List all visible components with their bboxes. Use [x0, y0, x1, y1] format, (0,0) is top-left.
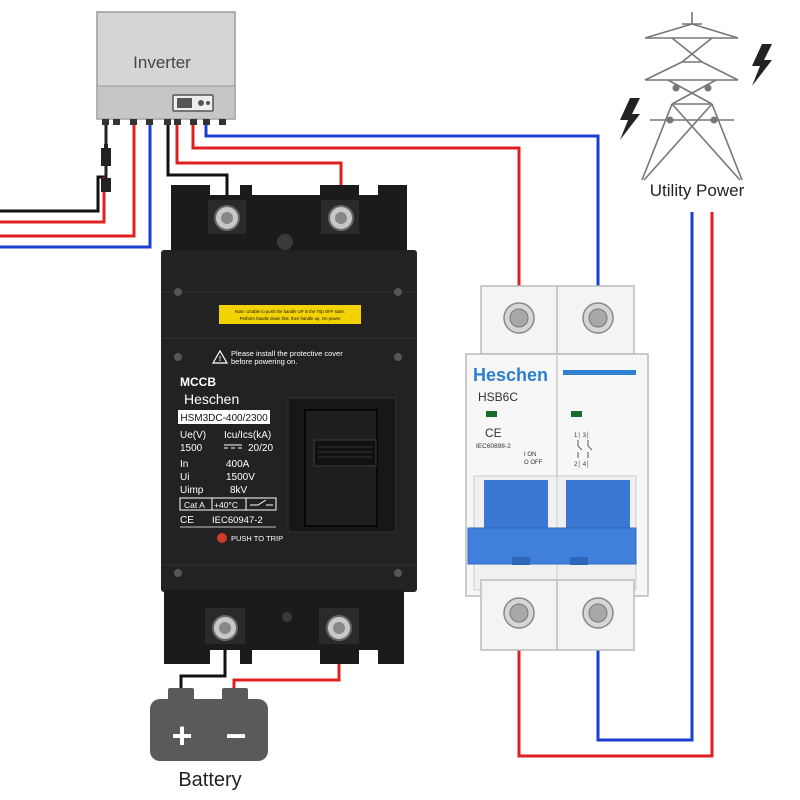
mccb-cover-warning-line-1: Please install the protective cover: [231, 349, 343, 358]
mcb-indicator-window: [571, 411, 582, 417]
spec-ue: Ue(V): [180, 430, 206, 441]
mccb-cat: Cat A: [184, 500, 205, 510]
lightning-bolt-icon: [620, 98, 640, 140]
mccb-standard: IEC60947-2: [212, 515, 263, 526]
mccb-ce: CE: [180, 515, 194, 526]
spec-2020: 20/20: [248, 443, 273, 454]
switch-symbol-icon: [250, 499, 273, 506]
mcb-off: O OFF: [524, 460, 543, 466]
inverter-button: [198, 100, 204, 106]
lightning-bolt-icon: [752, 44, 772, 86]
push-to-trip-button[interactable]: [217, 533, 227, 543]
spec-in: In: [180, 459, 188, 470]
mccb-handle[interactable]: [313, 439, 377, 467]
mccb-breaker: Note: Unable to push the handle UP in th…: [161, 185, 417, 664]
mccb-brand: Heschen: [184, 391, 239, 407]
inverter-panel: [96, 85, 236, 120]
mccb-type: MCCB: [180, 375, 216, 389]
mccb-trip-warning: [219, 305, 361, 324]
pv-negative-wire-1: [0, 175, 106, 213]
utility-power-label: Utility Power: [650, 181, 745, 200]
spec-uimp: Uimp: [180, 485, 204, 496]
mccb-push-to-trip: PUSH TO TRIP: [231, 534, 283, 543]
mccb-specs: Ue(V) Icu/Ics(kA) 1500 20/20 In 400A Ui …: [180, 430, 273, 496]
svg-text:!: !: [219, 356, 221, 363]
mcb-to-utility-blue: [596, 212, 694, 742]
dc-symbol-icon: [224, 444, 242, 449]
mcb-toggle-handle-left[interactable]: [484, 480, 548, 530]
mccb-model-box: [178, 410, 270, 424]
mcb-brand: Heschen: [473, 365, 548, 385]
inverter-to-mccb-black: [166, 125, 229, 200]
mccb-handle-slot: [304, 409, 378, 527]
inverter-label: Inverter: [133, 53, 191, 72]
pv-positive-wire-1: [0, 177, 106, 224]
mcb-standard: IEC60898-2: [476, 443, 511, 450]
battery-icon: + −: [150, 688, 268, 761]
warning-triangle-icon: [211, 349, 229, 364]
mc4-connectors: [101, 125, 111, 192]
spec-400a: 400A: [226, 459, 250, 470]
mcb-toggle-handle-right[interactable]: [566, 480, 630, 530]
spec-1500: 1500: [180, 443, 203, 454]
battery-label: Battery: [178, 769, 241, 791]
mccb-bottom-terminals: [164, 590, 404, 664]
mcb-model: HSB6C: [478, 390, 518, 404]
mcb-circuit-symbol-icon: [577, 440, 593, 458]
mcb-to-utility-red: [517, 212, 714, 758]
mcb-accent-bar: [563, 370, 636, 375]
mcb-terminals-top: 1│ 3│: [574, 431, 590, 439]
inverter-to-mcb-blue: [204, 125, 600, 288]
inverter-cable-glands: [102, 119, 226, 125]
mccb-switch-symbol-box: [245, 497, 277, 511]
mccb-trip-warning-line-2: Perform handle down first, then handle u…: [240, 316, 341, 321]
spec-1500v: 1500V: [226, 472, 255, 483]
mcb-on: I ON: [524, 452, 536, 458]
mcb-terminals-bottom: 2│ 4│: [574, 460, 590, 468]
transmission-tower-icon: [641, 12, 743, 181]
mcb-toggle-bar[interactable]: [467, 527, 637, 565]
mcb-ce: CE: [485, 426, 502, 440]
battery-minus: −: [225, 715, 246, 756]
inverter-to-mccb-red: [175, 125, 343, 200]
inverter-button: [206, 101, 210, 105]
battery-plus: +: [171, 715, 192, 756]
spec-icu: Icu/Ics(kA): [224, 430, 271, 441]
inverter-to-mcb-red: [191, 125, 521, 288]
mcb-breaker: Heschen HSB6C CE IEC60898-2 I ON O OFF 1…: [465, 285, 649, 651]
mccb-model: HSM3DC-400/2300: [180, 413, 268, 424]
spec-ui: Ui: [180, 472, 189, 483]
mcb-indicator-window: [486, 411, 497, 417]
mccb-cover-warning-line-2: before powering on.: [231, 357, 297, 366]
spec-8kv: 8kV: [230, 485, 248, 496]
wires: [0, 125, 714, 758]
mccb-temp: +40°C: [214, 500, 238, 510]
battery-body: [150, 699, 268, 761]
inverter-screen: [177, 98, 192, 108]
pv-positive-wire-2: [0, 125, 136, 238]
mccb-to-battery-black: [179, 640, 227, 690]
mccb-trip-warning-line-1: Note: Unable to push the handle UP in th…: [235, 309, 345, 314]
utility-power: [620, 12, 772, 181]
pv-negative-wire-2: [0, 125, 152, 249]
inverter: Inverter: [96, 11, 236, 192]
